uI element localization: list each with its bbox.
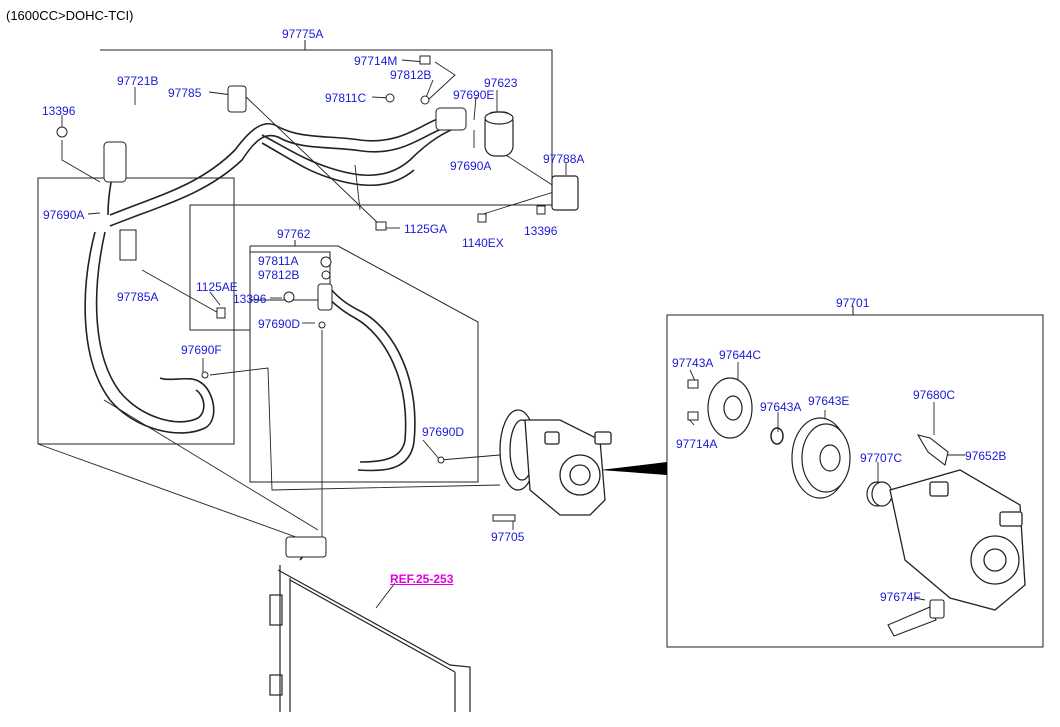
reference-link[interactable]: REF.25-253 bbox=[390, 572, 454, 586]
label-97644c[interactable]: 97644C bbox=[719, 348, 762, 362]
label-97643a[interactable]: 97643A bbox=[760, 400, 802, 414]
label-97674f[interactable]: 97674F bbox=[880, 590, 921, 604]
compressor-body bbox=[889, 469, 1026, 611]
label-97690a-right[interactable]: 97690A bbox=[450, 159, 492, 173]
label-97743a[interactable]: 97743A bbox=[672, 356, 714, 370]
box-97762 bbox=[249, 245, 479, 483]
label-97623[interactable]: 97623 bbox=[484, 76, 518, 90]
coil-97707c bbox=[866, 481, 893, 507]
label-13396-left[interactable]: 13396 bbox=[42, 104, 76, 118]
left-hose-inner bbox=[95, 231, 205, 423]
fitting-center bbox=[317, 283, 333, 311]
label-97690f[interactable]: 97690F bbox=[181, 343, 222, 357]
snap-ring-97643a bbox=[770, 427, 784, 445]
bolt-97743a bbox=[687, 379, 699, 389]
label-97714m[interactable]: 97714M bbox=[354, 54, 398, 68]
bolt-97714m bbox=[419, 55, 431, 65]
label-97690d-bottom[interactable]: 97690D bbox=[422, 425, 465, 439]
detail-pointer bbox=[600, 462, 667, 475]
o-ring-97811c bbox=[385, 93, 395, 103]
nut-13396-right bbox=[536, 205, 546, 215]
o-ring-97690d-bottom bbox=[437, 456, 445, 464]
left-hose-outer bbox=[84, 231, 215, 434]
box-97701 bbox=[666, 314, 1044, 648]
nut-13396-mid bbox=[283, 291, 295, 303]
receiver-drier bbox=[484, 111, 514, 157]
fitting-97690e bbox=[435, 107, 467, 131]
bolt-97705 bbox=[492, 514, 516, 522]
nut-97812b-mid bbox=[321, 270, 331, 280]
label-97643e[interactable]: 97643E bbox=[808, 394, 850, 408]
label-97690d-top[interactable]: 97690D bbox=[258, 317, 301, 331]
pipes bbox=[84, 117, 463, 561]
bolt-97714a bbox=[687, 411, 699, 421]
label-97788a[interactable]: 97788A bbox=[543, 152, 585, 166]
bolt-1125ga bbox=[375, 221, 387, 231]
discharge-pipe-upper-inner bbox=[261, 142, 415, 187]
suction-hose-main bbox=[109, 117, 441, 216]
nut-97812b-top bbox=[420, 95, 430, 105]
label-1140ex[interactable]: 1140EX bbox=[462, 236, 504, 250]
valve-97674f bbox=[887, 599, 945, 637]
label-97714a[interactable]: 97714A bbox=[676, 437, 718, 451]
bolts bbox=[216, 55, 699, 522]
label-97690e[interactable]: 97690E bbox=[453, 88, 495, 102]
fittings bbox=[56, 85, 467, 558]
discharge-pipe-upper bbox=[261, 124, 463, 177]
bracket-97785 bbox=[227, 85, 247, 113]
label-97721b[interactable]: 97721B bbox=[117, 74, 159, 88]
box-97690a-left bbox=[37, 177, 235, 445]
o-ring-97690d bbox=[318, 321, 326, 329]
box-97775a bbox=[100, 49, 553, 331]
label-1125ga[interactable]: 1125GA bbox=[404, 222, 448, 236]
compressor-main bbox=[499, 409, 612, 516]
bracket-97652b bbox=[916, 434, 949, 466]
label-97785[interactable]: 97785 bbox=[168, 86, 202, 100]
label-97762[interactable]: 97762 bbox=[277, 227, 311, 241]
fitting-left-top bbox=[103, 141, 127, 183]
bracket-97785a bbox=[119, 229, 137, 261]
o-ring-97811a bbox=[320, 256, 332, 268]
label-97652b[interactable]: 97652B bbox=[965, 449, 1007, 463]
label-97785a[interactable]: 97785A bbox=[117, 290, 159, 304]
label-97812b-top[interactable]: 97812B bbox=[390, 68, 432, 82]
label-97707c[interactable]: 97707C bbox=[860, 451, 903, 465]
label-97705[interactable]: 97705 bbox=[491, 530, 525, 544]
clip-97788a bbox=[551, 175, 579, 211]
o-ring-97690f bbox=[201, 371, 209, 379]
suction-hose-main-inner bbox=[109, 127, 445, 227]
label-97812b-mid[interactable]: 97812B bbox=[258, 268, 300, 282]
label-13396-mid[interactable]: 13396 bbox=[233, 292, 267, 306]
label-1125ae[interactable]: 1125AE bbox=[196, 280, 238, 294]
bolt-1140ex bbox=[477, 213, 487, 223]
center-hose-inner bbox=[329, 287, 416, 472]
label-97811a[interactable]: 97811A bbox=[258, 254, 299, 268]
fitting-condenser bbox=[285, 536, 327, 558]
nut-13396-left bbox=[56, 126, 68, 138]
label-97680c[interactable]: 97680C bbox=[913, 388, 956, 402]
label-97775a[interactable]: 97775A bbox=[282, 27, 324, 41]
label-97701[interactable]: 97701 bbox=[836, 296, 870, 310]
label-97811c[interactable]: 97811C bbox=[325, 91, 367, 105]
condenser bbox=[269, 565, 471, 712]
pulley-97643e bbox=[791, 417, 851, 499]
center-hose-outer bbox=[319, 289, 407, 463]
bolt-1125ae bbox=[216, 307, 226, 319]
label-13396-right[interactable]: 13396 bbox=[524, 224, 558, 238]
clutch-hub-97644c bbox=[707, 377, 753, 439]
label-97690a-left[interactable]: 97690A bbox=[43, 208, 85, 222]
model-header: (1600CC>DOHC-TCI) bbox=[6, 8, 134, 23]
